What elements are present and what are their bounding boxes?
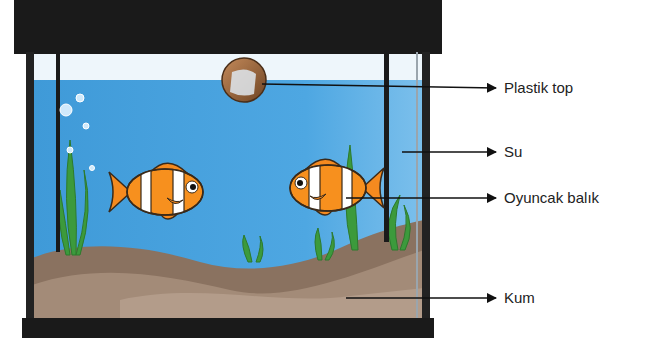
part-label: Plastik top	[504, 79, 573, 97]
part-label: Su	[504, 143, 522, 161]
part-label: Kum	[504, 289, 535, 307]
part-label: Oyuncak balık	[504, 189, 599, 207]
